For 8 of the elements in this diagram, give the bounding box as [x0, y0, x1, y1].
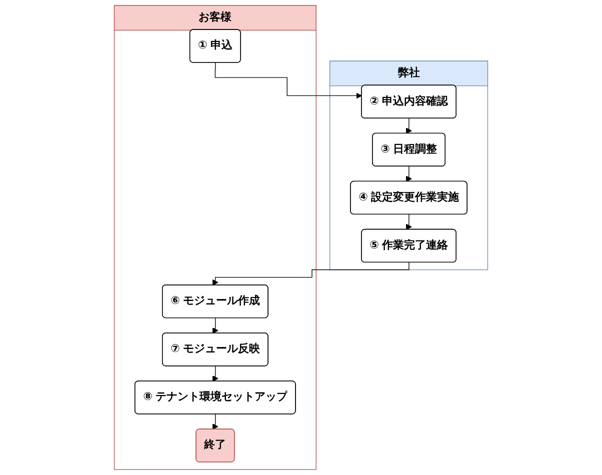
arrow [212, 262, 410, 286]
arrow [406, 118, 412, 134]
arrow [406, 166, 412, 182]
arrow [406, 214, 412, 230]
arrow [212, 318, 218, 334]
arrow [212, 366, 218, 382]
arrow [212, 414, 218, 430]
arrow [214, 62, 362, 99]
